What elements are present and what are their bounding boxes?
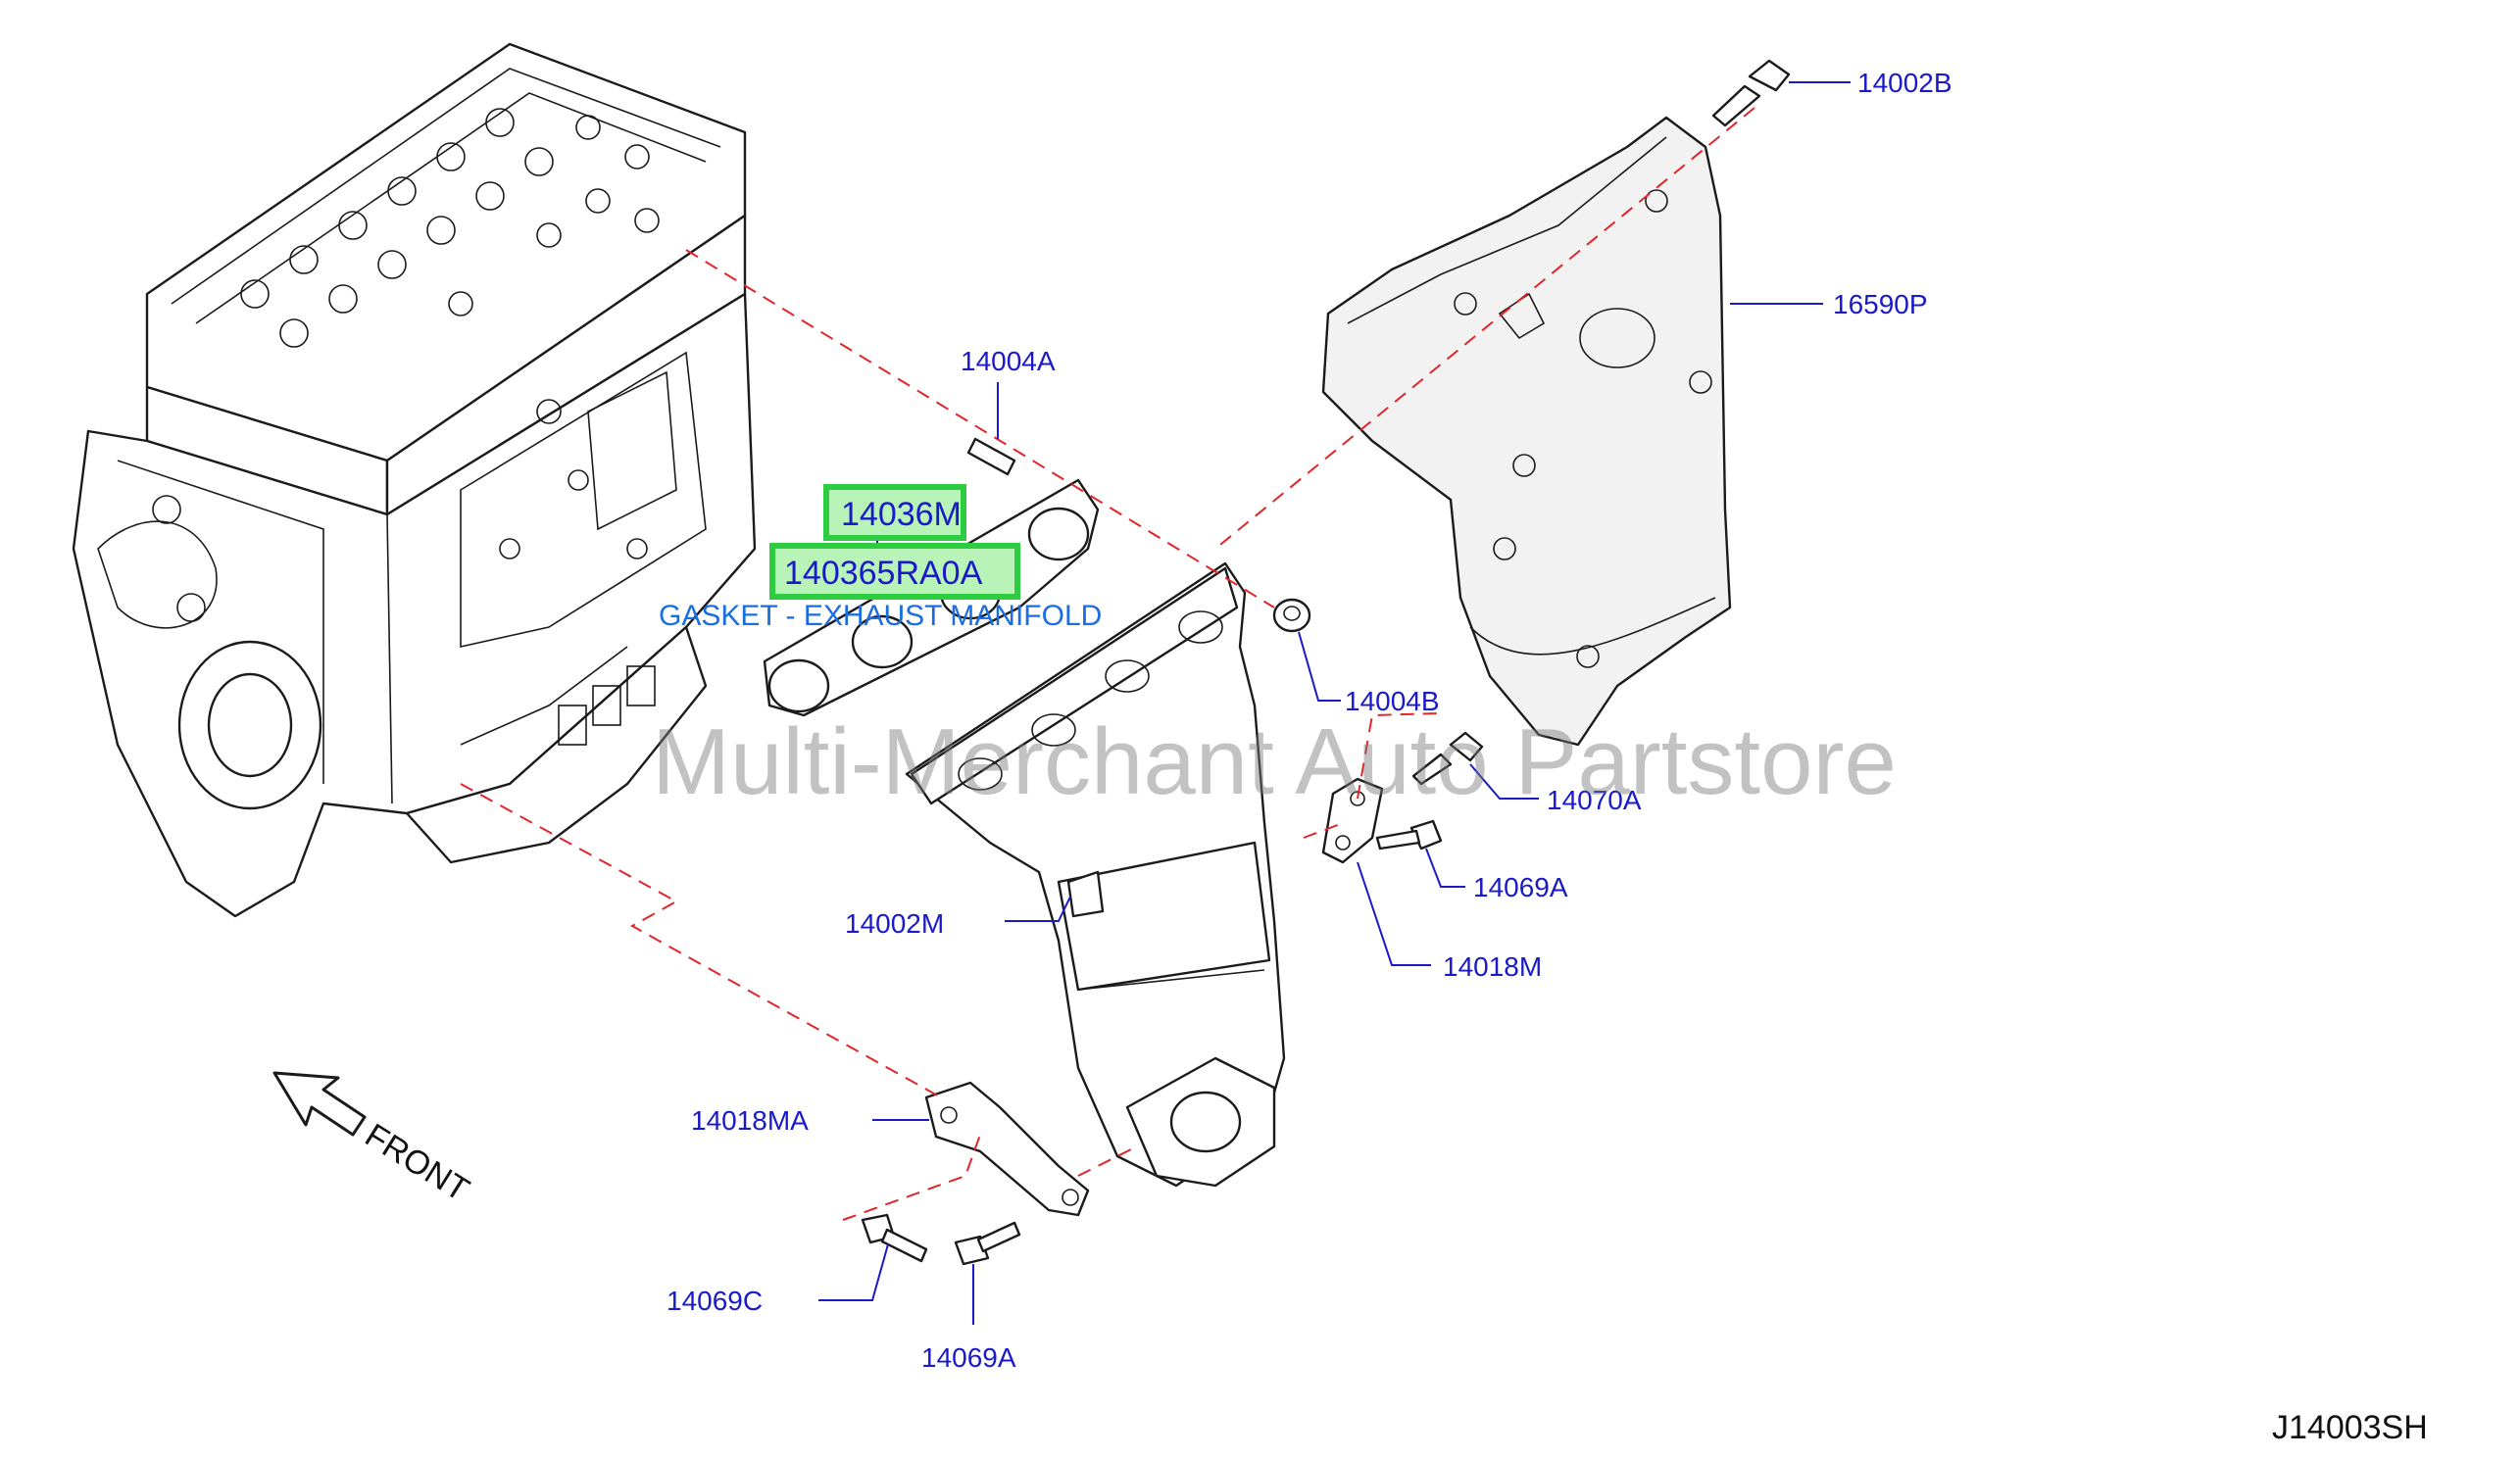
stud-14004A bbox=[966, 437, 1016, 476]
diagram-code: J14003SH bbox=[2272, 1409, 2428, 1446]
front-label: FRONT bbox=[359, 1117, 475, 1209]
front-arrow-icon bbox=[272, 1071, 367, 1137]
highlight-box-14036M bbox=[823, 484, 966, 541]
callout-14004A[interactable]: 14004A bbox=[961, 346, 1056, 376]
callouts: 14002B 16590P 14004A 14004B 14070A 14069… bbox=[667, 68, 1952, 1373]
callout-14018M[interactable]: 14018M bbox=[1443, 951, 1542, 982]
callout-14002M[interactable]: 14002M bbox=[845, 908, 944, 939]
nut-14070A bbox=[1411, 731, 1484, 786]
highlight-label-14036M[interactable]: 14036M bbox=[841, 496, 962, 533]
nut-14004B bbox=[1272, 598, 1311, 633]
highlight-box-140365RA0A bbox=[769, 543, 1020, 600]
bracket-14018MA bbox=[924, 1081, 1090, 1217]
callout-14018MA[interactable]: 14018MA bbox=[691, 1105, 809, 1136]
heat-shield bbox=[1321, 116, 1732, 747]
bolt-14069C bbox=[861, 1213, 928, 1263]
highlight-group: 14036M 140365RA0A GASKET - EXHAUST MANIF… bbox=[659, 484, 1102, 632]
callout-14004B[interactable]: 14004B bbox=[1345, 686, 1440, 716]
callout-14069A-bottom[interactable]: 14069A bbox=[921, 1342, 1016, 1373]
callout-14069C[interactable]: 14069C bbox=[667, 1286, 763, 1316]
watermark: Multi-Merchant Auto Partstore bbox=[652, 709, 1897, 814]
callout-14069A-right[interactable]: 14069A bbox=[1473, 872, 1568, 902]
bracket-14018M bbox=[1321, 777, 1384, 864]
part-description: GASKET - EXHAUST MANIFOLD bbox=[659, 600, 1102, 632]
front-direction-indicator: FRONT bbox=[272, 1071, 475, 1209]
callout-14070A[interactable]: 14070A bbox=[1547, 785, 1642, 815]
bolt-14069A-bottom bbox=[954, 1221, 1021, 1266]
callout-16590P[interactable]: 16590P bbox=[1833, 289, 1928, 319]
bolt-14002B bbox=[1711, 59, 1791, 127]
leader-lines bbox=[818, 81, 1851, 1325]
engine-block bbox=[72, 42, 757, 918]
exhaust-manifold bbox=[905, 561, 1286, 1188]
callout-14002B[interactable]: 14002B bbox=[1857, 68, 1952, 98]
bolt-14069A-right bbox=[1375, 819, 1443, 851]
highlight-label-140365RA0A[interactable]: 140365RA0A bbox=[784, 555, 983, 592]
assembly-lines bbox=[460, 107, 1755, 1221]
